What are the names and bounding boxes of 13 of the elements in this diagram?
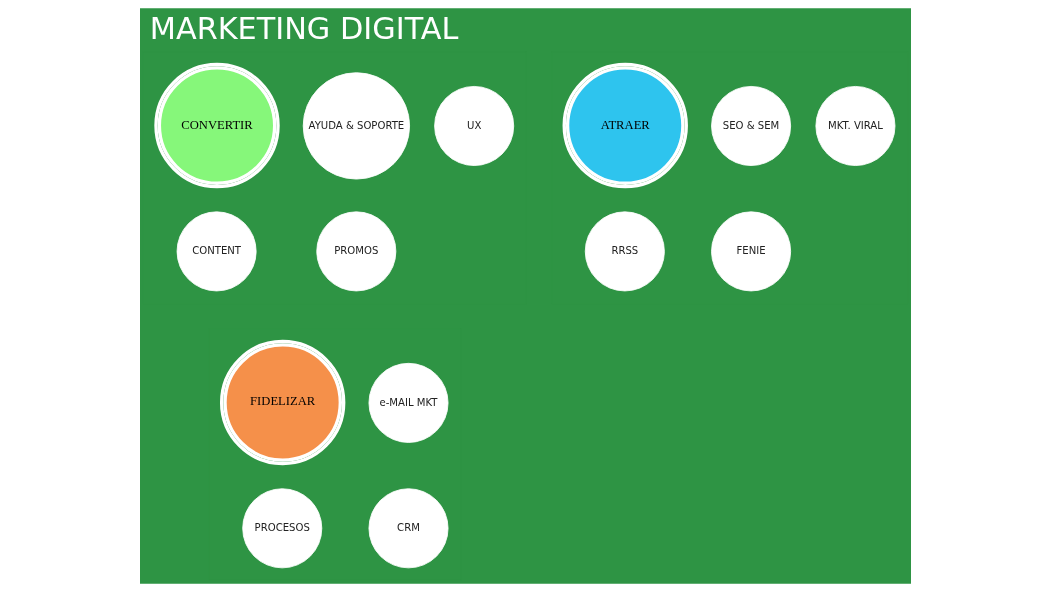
diagram-title: MARKETING DIGITAL xyxy=(149,11,459,47)
node-circle: MKT. VIRAL xyxy=(815,86,896,166)
node-circle: RRSS xyxy=(584,211,665,292)
node-circle: FENIE xyxy=(711,211,792,292)
node-circle: e-MAIL MKT xyxy=(368,362,449,443)
node-circle: UX xyxy=(434,86,515,166)
node-circle: PROCESOS xyxy=(242,488,323,569)
node-circle: PROMOS xyxy=(316,211,397,292)
node-circle: CONTENT xyxy=(176,211,257,292)
node-circle: SEO & SEM xyxy=(711,86,792,166)
node-circle: AYUDA & SOPORTE xyxy=(302,72,410,180)
node-circle: CRM xyxy=(368,488,449,569)
node-circle: FIDELIZAR xyxy=(219,339,346,466)
